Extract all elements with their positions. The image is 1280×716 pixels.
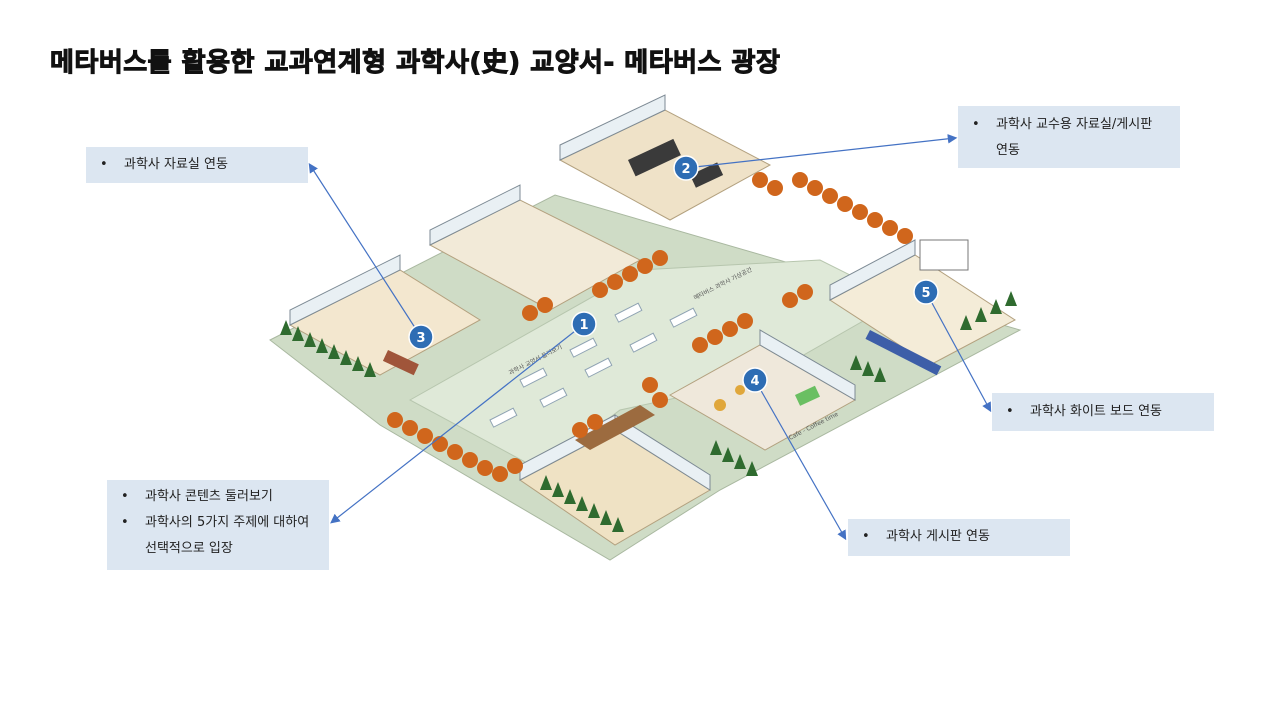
callout-4: 과학사 게시판 연동 [848, 519, 1070, 556]
svg-text:5: 5 [921, 286, 930, 301]
furniture [382, 138, 969, 411]
marker-5[interactable]: 5 [913, 279, 939, 305]
svg-text:3: 3 [416, 331, 425, 346]
callout-5: 과학사 화이트 보드 연동 [992, 393, 1214, 431]
wooden-walkway [575, 405, 655, 450]
pine-trees [280, 291, 1017, 532]
marker-2[interactable]: 2 [673, 155, 699, 181]
marker-3[interactable]: 3 [408, 324, 434, 350]
callout-5-text: 과학사 화이트 보드 연동 [1006, 399, 1200, 425]
autumn-trees [387, 172, 913, 482]
room-2-floor [558, 109, 772, 221]
callout-1-item-2: 과학사의 5가지 주제에 대하여 선택적으로 입장 [121, 510, 315, 562]
svg-text:4: 4 [750, 374, 759, 389]
glass-walls [289, 94, 916, 491]
marker-4[interactable]: 4 [742, 367, 768, 393]
plaza-desks [489, 302, 698, 428]
svg-text:2: 2 [681, 162, 690, 177]
page-title: 메타버스를 활용한 교과연계형 과학사(史) 교양서- 메타버스 광장 [49, 48, 781, 79]
callout-1: 과학사 콘텐츠 둘러보기 과학사의 5가지 주제에 대하여 선택적으로 입장 [107, 480, 329, 570]
callout-1-item-1: 과학사 콘텐츠 둘러보기 [121, 484, 315, 510]
connector-arrows [308, 134, 992, 541]
callout-3-text: 과학사 자료실 연동 [100, 152, 294, 178]
svg-text:1: 1 [579, 318, 588, 333]
marker-1[interactable]: 1 [571, 311, 597, 337]
callout-3: 과학사 자료실 연동 [86, 147, 308, 183]
callout-2-text: 과학사 교수용 자료실/게시판 연동 [972, 112, 1166, 164]
callout-2: 과학사 교수용 자료실/게시판 연동 [958, 106, 1180, 168]
callout-4-text: 과학사 게시판 연동 [862, 524, 1056, 550]
